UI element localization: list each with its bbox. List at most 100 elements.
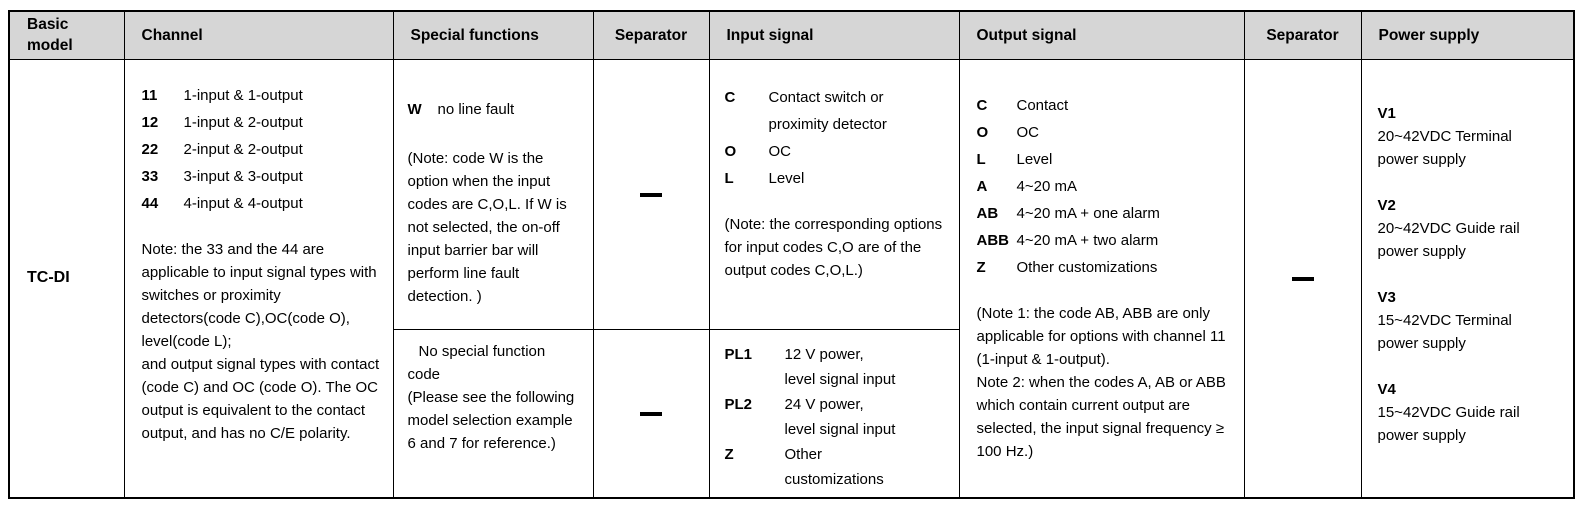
power-supply-code: V4 <box>1377 380 1396 398</box>
channel-code: 33 <box>141 167 159 185</box>
channel-code-item: 33 3-input & 3-output <box>142 163 383 190</box>
cell-basic-model: TC-DI <box>8 58 125 499</box>
cell-special-functions-row2: No special function code (Please see the… <box>392 328 594 499</box>
input-code-item: PL1 12 V power, level signal input <box>725 342 949 392</box>
channel-code: 44 <box>141 194 159 212</box>
input-signal-note: (Note: the corresponding options for inp… <box>724 215 947 279</box>
special-function-none-note: (Please see the following model selectio… <box>407 388 579 452</box>
header-channel: Channel <box>123 10 394 60</box>
cell-special-functions-row1: W no line fault (Note: code W is the opt… <box>392 58 594 330</box>
input-code-item: C Contact switch or proximity detector <box>725 84 947 138</box>
basic-model-value: TC-DI <box>27 269 70 287</box>
body-row-2: No special function code (Please see the… <box>9 328 1574 499</box>
header-separator-2: Separator <box>1243 10 1362 60</box>
special-function-note: (Note: code W is the option when the inp… <box>407 149 571 305</box>
channel-desc: 1-input & 2-output <box>183 113 303 131</box>
input-desc: 24 V power, level signal input <box>784 395 896 438</box>
output-desc: OC <box>1016 123 1040 141</box>
special-function-none-text: No special function code <box>407 342 546 383</box>
cell-input-signal-row2: PL1 12 V power, level signal input PL2 2… <box>708 328 960 499</box>
input-code: C <box>724 88 736 106</box>
channel-code: 22 <box>141 140 159 158</box>
header-separator-1: Separator <box>592 10 710 60</box>
channel-code-item: 44 4-input & 4-output <box>142 190 383 217</box>
power-supply-desc: 15~42VDC Guide rail power supply <box>1377 403 1520 444</box>
special-function-desc: no line fault <box>437 100 515 118</box>
power-supply-option: V4 15~42VDC Guide rail power supply <box>1378 378 1564 447</box>
power-supply-code: V3 <box>1377 288 1396 306</box>
output-desc: Other customizations <box>1016 258 1158 276</box>
output-code-item: C Contact <box>977 92 1232 119</box>
input-code: O <box>724 142 737 160</box>
header-row: Basic model Channel Special functions Se… <box>8 10 1575 60</box>
channel-desc: 2-input & 2-output <box>183 140 303 158</box>
power-supply-option: V1 20~42VDC Terminal power supply <box>1378 102 1564 171</box>
output-code: O <box>976 123 989 141</box>
cell-separator-1-row2 <box>592 328 710 499</box>
header-special-functions: Special functions <box>392 10 594 60</box>
channel-code-item: 22 2-input & 2-output <box>142 136 383 163</box>
output-code-item: AB 4~20 mA + one alarm <box>977 200 1232 227</box>
output-code-item: L Level <box>977 146 1232 173</box>
output-code: Z <box>976 258 986 276</box>
cell-separator-2 <box>1243 58 1362 499</box>
cell-power-supply: V1 20~42VDC Terminal power supply V2 20~… <box>1360 58 1575 499</box>
output-desc: 4~20 mA + one alarm <box>1016 204 1160 222</box>
channel-code-item: 12 1-input & 2-output <box>142 109 383 136</box>
output-code-item: A 4~20 mA <box>977 173 1232 200</box>
output-code: AB <box>976 204 999 222</box>
output-code: A <box>976 177 988 195</box>
header-output-signal: Output signal <box>958 10 1245 60</box>
input-code-item: Z Other customizations <box>725 442 949 492</box>
special-function-code-item: W no line fault <box>408 98 581 121</box>
output-desc: 4~20 mA + two alarm <box>1016 231 1159 249</box>
input-code: Z <box>724 445 734 463</box>
input-code: PL1 <box>724 345 753 363</box>
output-code-item: ABB 4~20 mA + two alarm <box>977 227 1232 254</box>
input-code-item: PL2 24 V power, level signal input <box>725 392 949 442</box>
channel-desc: 3-input & 3-output <box>183 167 303 185</box>
input-desc: 12 V power, level signal input <box>784 345 896 388</box>
input-code: L <box>724 169 734 187</box>
power-supply-desc: 20~42VDC Terminal power supply <box>1377 127 1512 168</box>
output-code-item: O OC <box>977 119 1232 146</box>
input-desc: OC <box>768 142 792 160</box>
power-supply-code: V1 <box>1377 104 1396 122</box>
input-code: PL2 <box>724 395 753 413</box>
output-code: L <box>976 150 986 168</box>
channel-desc: 1-input & 1-output <box>183 86 303 104</box>
cell-output-signal: C Contact O OC L Level A 4~20 mA AB 4~ <box>958 58 1245 499</box>
separator-dash <box>640 411 662 416</box>
header-basic-model: Basic model <box>8 10 125 60</box>
input-desc: Contact switch or proximity detector <box>768 88 887 133</box>
model-selection-table: Basic model Channel Special functions Se… <box>8 10 1575 499</box>
special-function-code: W <box>407 100 422 118</box>
cell-channel: 11 1-input & 1-output 12 1-input & 2-out… <box>123 58 394 499</box>
power-supply-option: V2 20~42VDC Guide rail power supply <box>1378 194 1564 263</box>
input-desc: Other customizations <box>784 445 884 488</box>
output-desc: 4~20 mA <box>1016 177 1077 195</box>
input-code-item: L Level <box>725 165 947 192</box>
output-code: C <box>976 96 988 114</box>
output-desc: Level <box>1016 150 1053 168</box>
output-signal-note: (Note 1: the code AB, ABB are only appli… <box>976 304 1226 460</box>
power-supply-desc: 15~42VDC Terminal power supply <box>1377 311 1512 352</box>
power-supply-desc: 20~42VDC Guide rail power supply <box>1377 219 1520 260</box>
cell-input-signal-row1: C Contact switch or proximity detector O… <box>708 58 960 330</box>
separator-dash <box>1291 276 1314 281</box>
channel-desc: 4-input & 4-output <box>183 194 303 212</box>
separator-dash <box>640 192 662 197</box>
channel-note: Note: the 33 and the 44 are applicable t… <box>141 240 380 442</box>
channel-code-item: 11 1-input & 1-output <box>142 82 383 109</box>
channel-code: 11 <box>141 86 158 104</box>
cell-separator-1-row1 <box>592 58 710 330</box>
header-power-supply: Power supply <box>1360 10 1575 60</box>
channel-code: 12 <box>141 113 159 131</box>
output-code: ABB <box>976 231 1010 249</box>
power-supply-option: V3 15~42VDC Terminal power supply <box>1378 286 1564 355</box>
power-supply-code: V2 <box>1377 196 1396 214</box>
output-desc: Contact <box>1016 96 1069 114</box>
input-code-item: O OC <box>725 138 947 165</box>
body-row-1: TC-DI 11 1-input & 1-output 12 1-input &… <box>8 58 1575 499</box>
input-desc: Level <box>768 169 805 187</box>
